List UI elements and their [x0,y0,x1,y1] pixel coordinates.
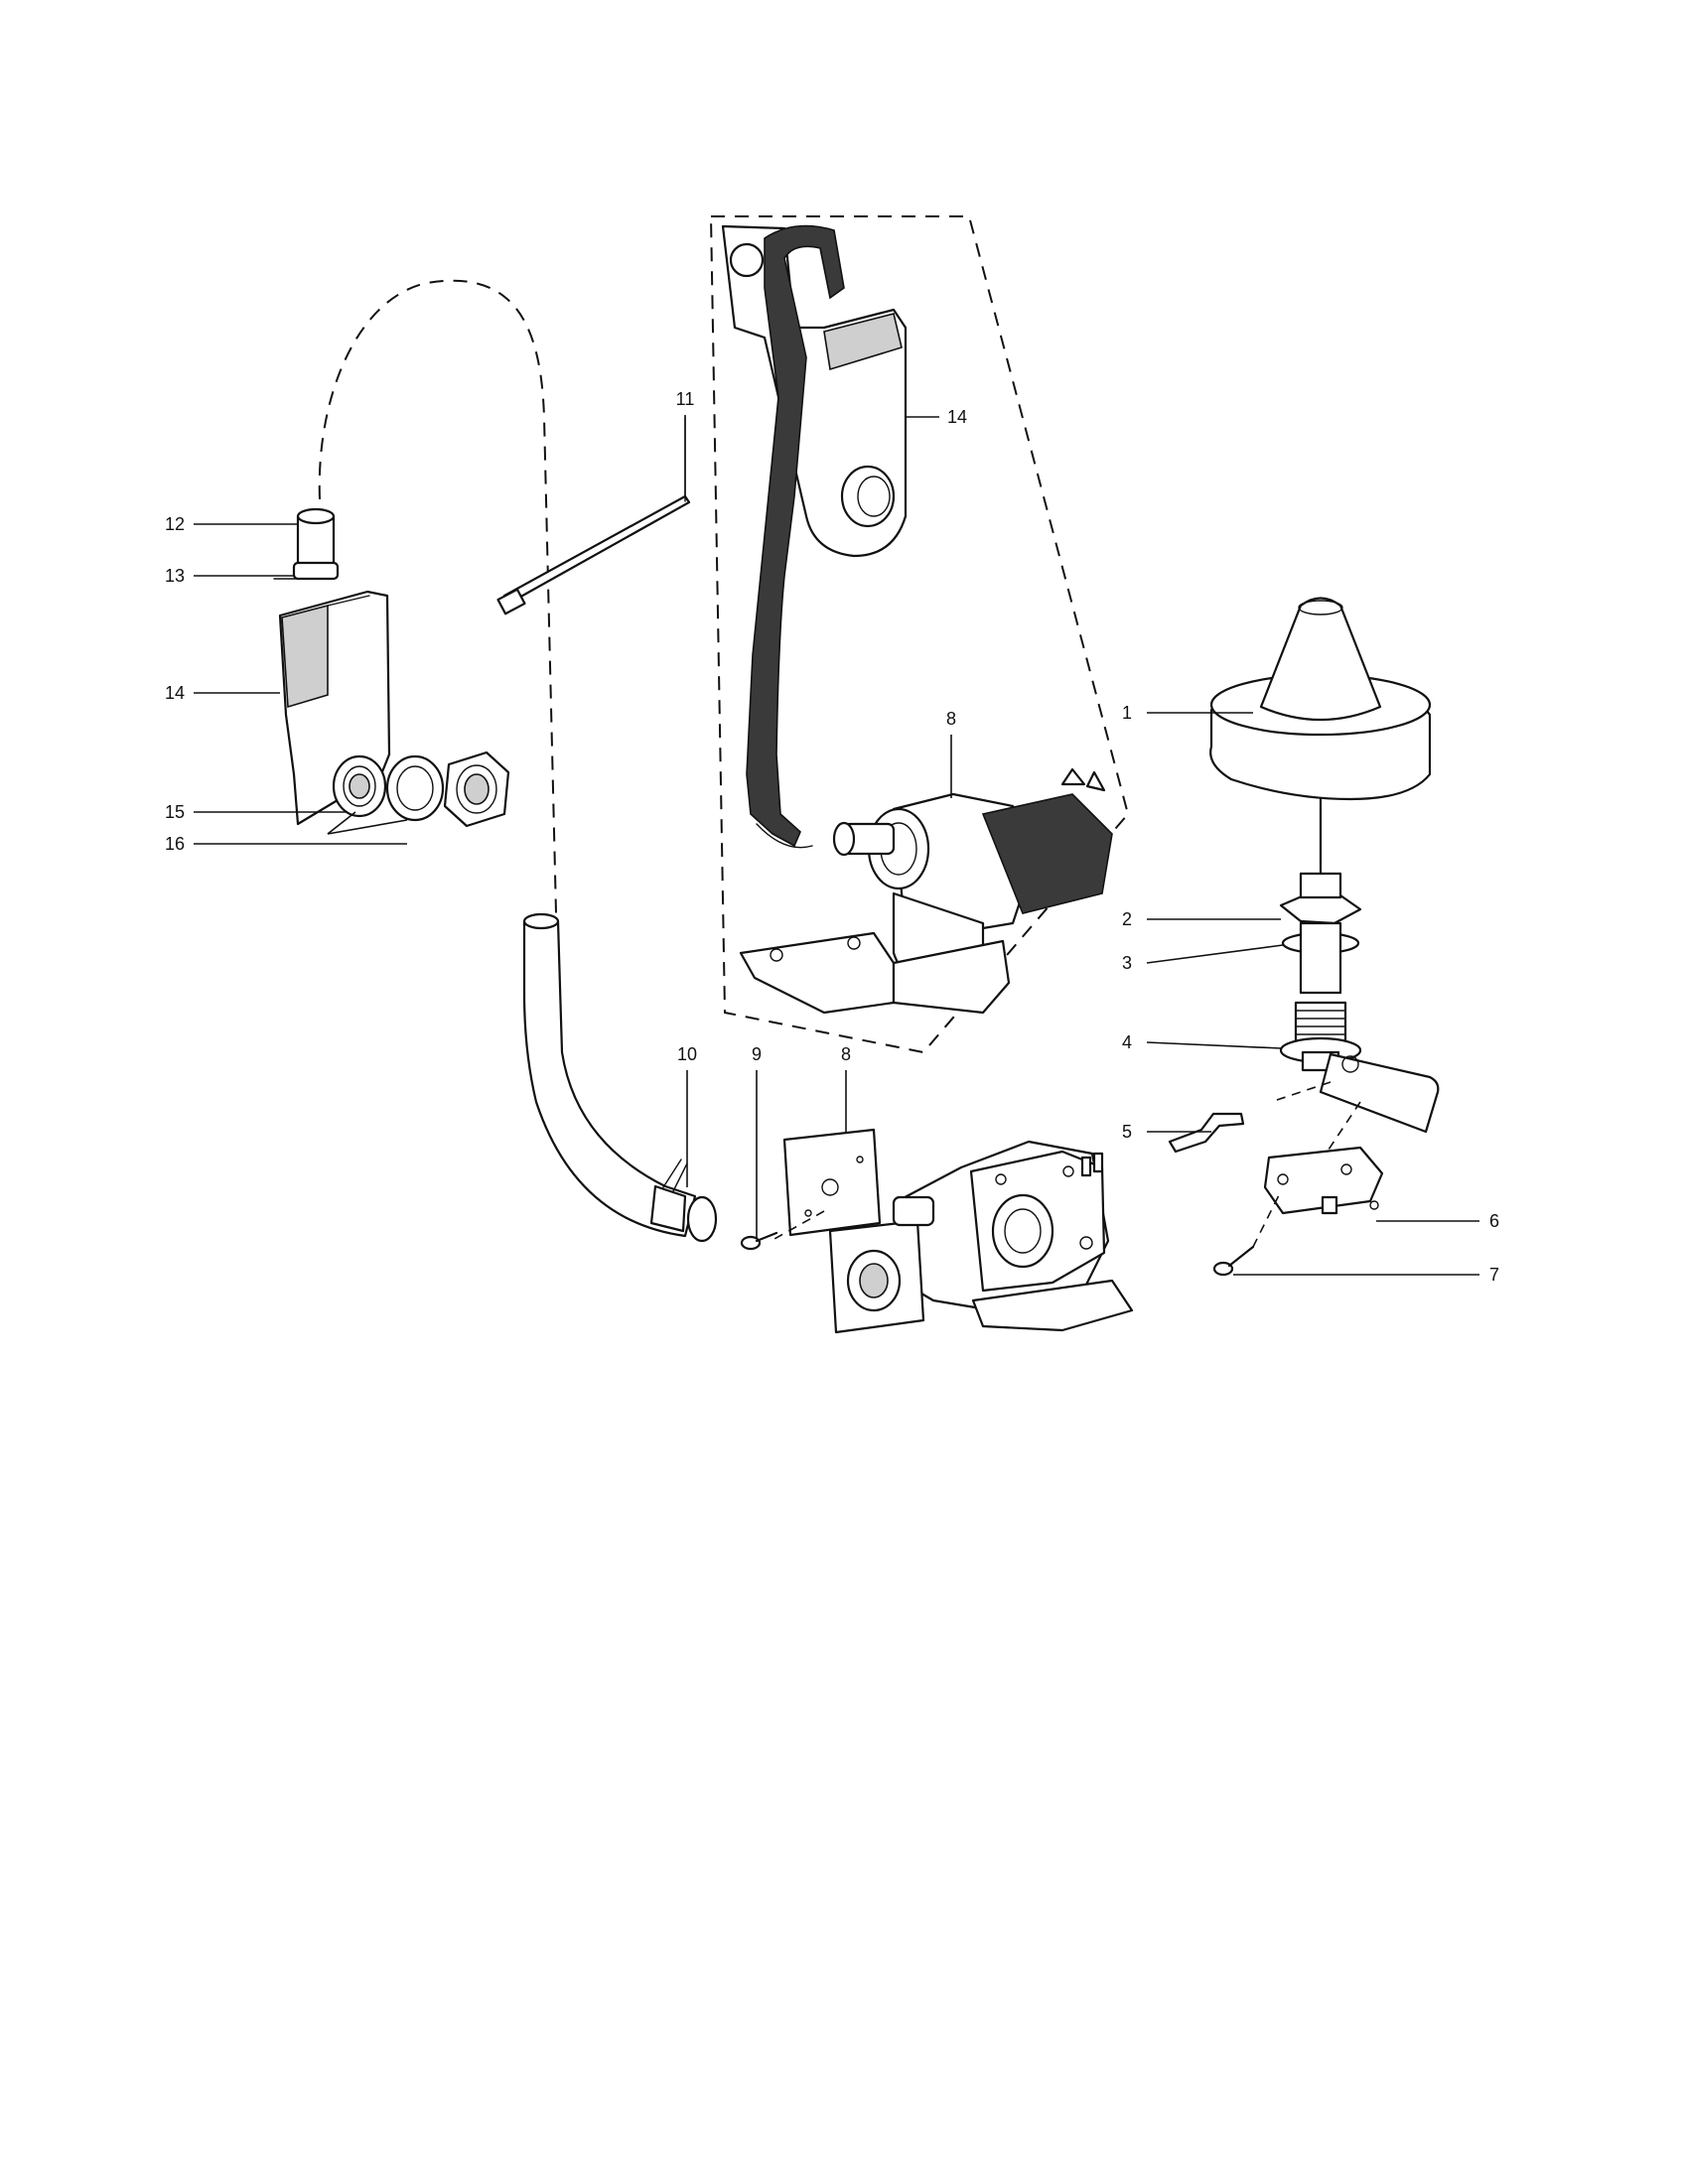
callout-2: 2 [1122,909,1132,929]
wire-harness [746,224,845,848]
part-5-pin [1168,1112,1245,1154]
callout-12: 12 [165,514,185,534]
callout-8-lower: 8 [841,1044,851,1064]
part-9-screw [740,1231,778,1251]
callout-11: 11 [676,389,695,409]
callout-1: 1 [1122,703,1132,723]
callout-14-upper: 14 [947,407,967,427]
hex-nut [443,751,510,828]
part-11-cable-tie [496,416,691,615]
part-6-micro-switch [1263,1146,1384,1215]
callout-15: 15 [165,802,185,822]
hose-routing-dashed-line [318,279,557,914]
callout-labels: 1 2 3 4 5 6 7 8 8 9 10 11 12 13 14 14 15… [165,389,1499,1285]
callout-4: 4 [1122,1032,1132,1052]
part-16-washer [385,754,445,822]
callout-7: 7 [1489,1265,1499,1285]
part-1-float [1209,597,1432,801]
part-8-water-valve-lower [773,1128,1134,1334]
callout-14-left: 14 [165,683,185,703]
callout-6: 6 [1489,1211,1499,1231]
float-switch-assembly [1168,597,1440,1277]
part-8-water-valve-upper [739,767,1113,1015]
callout-9: 9 [752,1044,762,1064]
leader-lines [194,415,1479,1276]
part-10-hose [522,912,718,1243]
part-15-fitting [332,754,387,818]
subassembly-dashed-outline [709,215,1130,1054]
valve-subassembly-upper [721,224,1113,1015]
vent-assembly-left [273,507,510,828]
callout-16: 16 [165,834,185,854]
callout-5: 5 [1122,1122,1132,1142]
callout-13: 13 [165,566,185,586]
part-7-screw [1212,1190,1282,1277]
callout-8-upper: 8 [946,709,956,729]
callout-10: 10 [677,1044,697,1064]
callout-3: 3 [1122,953,1132,973]
part-13-clamp [292,561,340,581]
switch-lever [1319,1052,1440,1134]
